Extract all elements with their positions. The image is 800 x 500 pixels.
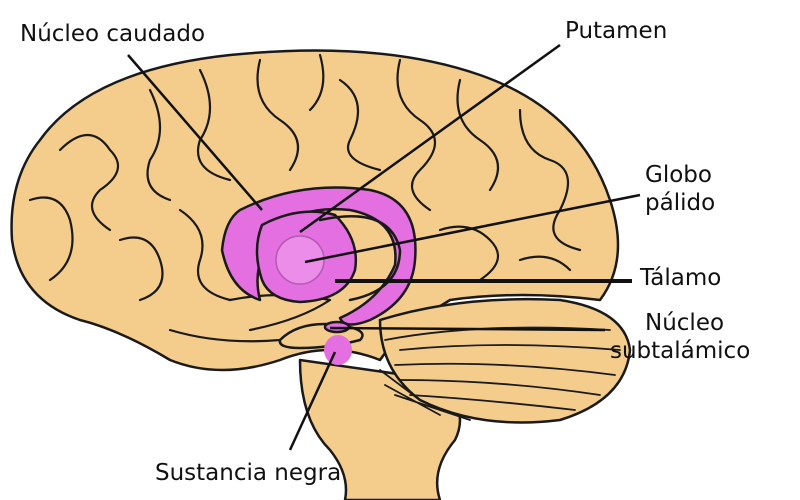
label-globus-pallidus-2: pálido xyxy=(645,190,716,216)
leader-subthalamic xyxy=(329,326,606,332)
label-subthalamic-2: subtalámico xyxy=(610,338,751,364)
leader-substantia xyxy=(288,351,337,451)
substantia-nigra xyxy=(324,335,352,365)
label-subthalamic-1: Núcleo xyxy=(645,310,725,336)
cerebellum-folia xyxy=(379,326,621,421)
leader-putamen xyxy=(299,43,561,234)
thalamus-outline xyxy=(318,215,402,302)
gyri xyxy=(28,53,582,343)
label-substantia-nigra: Sustancia negra xyxy=(155,460,342,486)
label-thalamus: Tálamo xyxy=(640,265,722,291)
leader-caudate xyxy=(127,54,263,211)
globus-pallidus xyxy=(275,235,325,285)
label-globus-pallidus-1: Globo xyxy=(645,162,712,188)
leader-globus xyxy=(304,193,641,264)
leader-lines xyxy=(127,43,641,451)
label-putamen: Putamen xyxy=(565,18,668,44)
label-caudate-nucleus: Núcleo caudado xyxy=(20,21,206,47)
